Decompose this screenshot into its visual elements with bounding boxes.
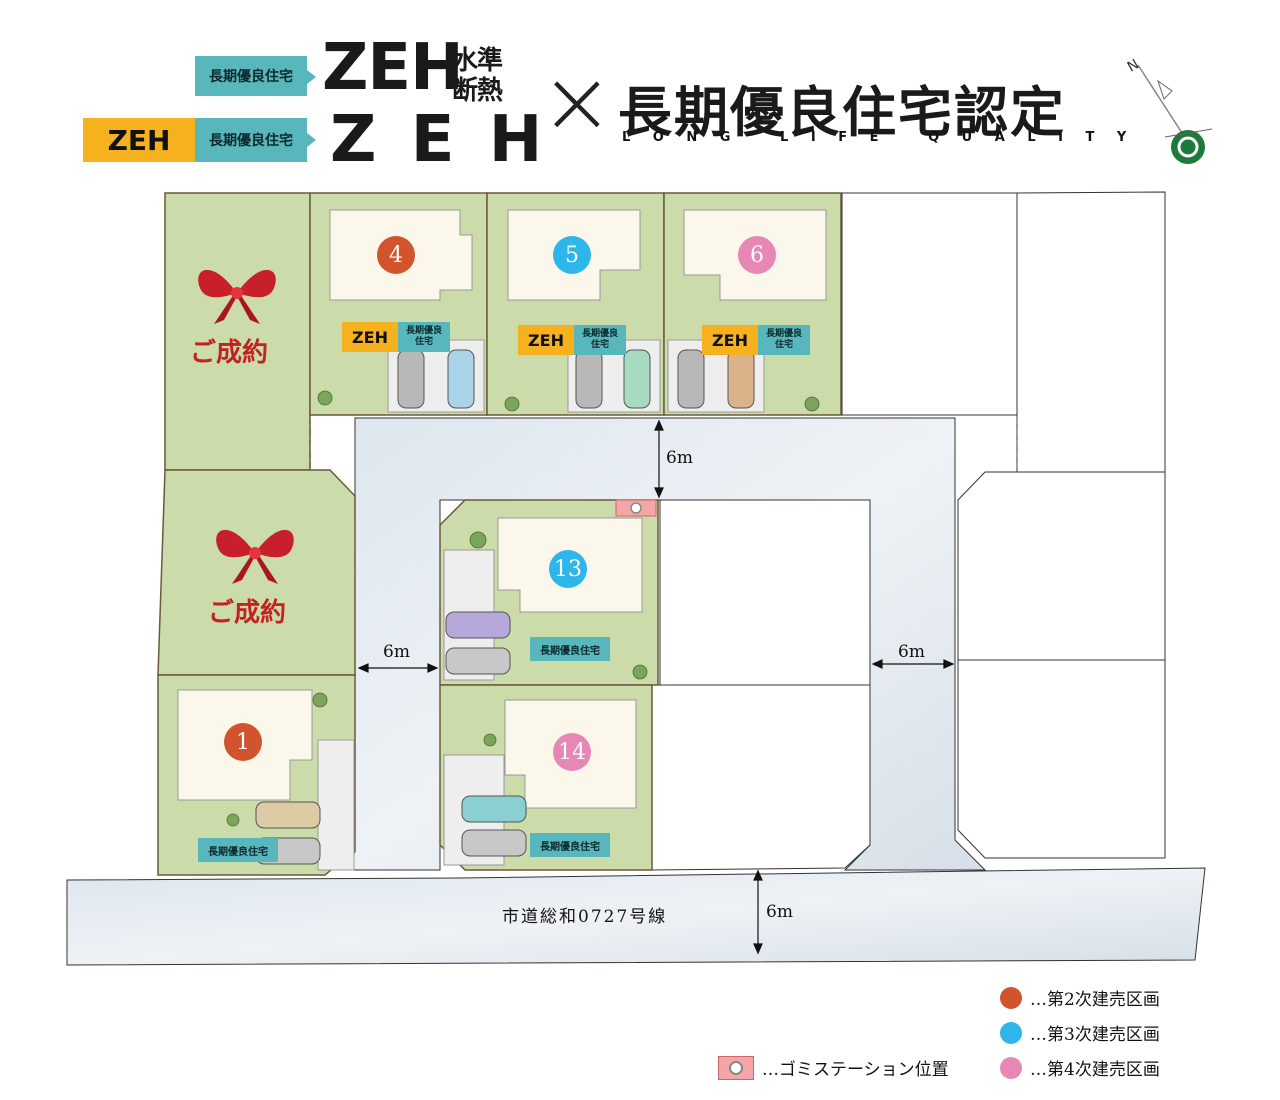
road-width-main: 6m	[766, 902, 793, 922]
lot-number-13: 13	[549, 550, 587, 588]
car-icon	[445, 611, 511, 639]
cross-mark: ×	[540, 50, 614, 153]
car-icon	[445, 647, 511, 675]
car-icon	[461, 829, 527, 857]
car-icon	[677, 349, 705, 409]
page-title: 長期優良住宅認定	[618, 81, 1066, 144]
row2-big-text: Z E H	[330, 103, 549, 177]
zeh-badge: ZEH	[518, 325, 574, 355]
legend-dot-icon	[1000, 1021, 1022, 1044]
choki-badge: 長期優良住宅	[530, 637, 610, 661]
road-width-right: 6m	[898, 642, 925, 662]
car-icon	[727, 349, 755, 409]
neighbor-lot	[659, 499, 871, 686]
road-width-left: 6m	[383, 642, 410, 662]
zeh-tag-row2: ZEH	[83, 118, 195, 162]
legend-dot-icon	[1000, 986, 1022, 1009]
car-icon	[255, 801, 321, 829]
zeh-badge: ZEH	[342, 322, 398, 352]
choki-badge-line2: 住宅	[414, 337, 433, 347]
neighbor-lot	[957, 659, 1166, 859]
legend-item-garbage: …ゴミステーション位置	[718, 1055, 949, 1080]
car-icon	[623, 349, 651, 409]
ribbon-icon	[198, 269, 276, 324]
parking-pad	[317, 739, 355, 871]
shrub-icon	[312, 692, 328, 708]
arrow-icon	[307, 70, 316, 84]
car-icon	[397, 349, 425, 409]
lot-number-14: 14	[553, 733, 591, 771]
sold-label: ご成約	[190, 338, 269, 368]
car-icon	[575, 349, 603, 409]
lot-number-4: 4	[377, 236, 415, 274]
legend-label: …第3次建売区画	[1030, 1025, 1160, 1045]
shrub-icon	[469, 531, 487, 549]
shrub-icon	[504, 396, 520, 412]
main-road-name: 市道総和0727号線	[502, 907, 668, 927]
shrub-icon	[632, 664, 648, 680]
choki-tag-row2: 長期優良住宅	[195, 118, 307, 162]
sold-lot-lower	[157, 469, 356, 676]
choki-tag-row1: 長期優良住宅	[195, 56, 307, 96]
road-width-top: 6m	[666, 448, 693, 468]
choki-badge-line1: 長期優良	[405, 326, 442, 336]
choki-badge: 長期優良 住宅	[574, 325, 626, 355]
sold-label: ご成約	[208, 598, 287, 628]
ribbon-icon	[216, 529, 294, 584]
row1-sub2: 断熱	[452, 76, 503, 106]
lot-number-5: 5	[553, 236, 591, 274]
choki-badge: 長期優良 住宅	[758, 325, 810, 355]
legend-item-3rd: …第3次建売区画	[1000, 1020, 1160, 1045]
shrub-icon	[317, 390, 333, 406]
neighbor-lot	[841, 192, 1018, 416]
arrow-icon	[307, 133, 316, 147]
choki-badge: 長期優良住宅	[198, 838, 278, 862]
neighbor-lot	[957, 471, 1166, 661]
row1-sub1: 水準	[452, 46, 503, 76]
shrub-icon	[226, 813, 240, 827]
legend-label: …第2次建売区画	[1030, 990, 1160, 1010]
main-road	[66, 867, 1206, 966]
legend-item-2nd: …第2次建売区画	[1000, 985, 1160, 1010]
lot-number-6: 6	[738, 236, 776, 274]
choki-badge-line2: 住宅	[774, 340, 793, 350]
car-icon	[461, 795, 527, 823]
lot-number-1: 1	[224, 723, 262, 761]
garbage-legend-label: …ゴミステーション位置	[762, 1060, 949, 1080]
legend-label: …第4次建売区画	[1030, 1060, 1160, 1080]
choki-badge: 長期優良 住宅	[398, 322, 450, 352]
shrub-icon	[483, 733, 497, 747]
compass-icon	[1137, 64, 1213, 164]
zeh-badge: ZEH	[702, 325, 758, 355]
choki-badge: 長期優良住宅	[530, 833, 610, 857]
choki-badge-line1: 長期優良	[581, 329, 618, 339]
neighbor-lot	[651, 684, 871, 871]
legend-item-4th: …第4次建売区画	[1000, 1055, 1160, 1080]
row1-big-text: ZEH	[322, 31, 464, 105]
choki-badge-line1: 長期優良	[765, 329, 802, 339]
neighbor-lot	[1016, 191, 1166, 473]
choki-badge-line2: 住宅	[590, 340, 609, 350]
garbage-station-icon	[718, 1055, 754, 1080]
legend-dot-icon	[1000, 1056, 1022, 1079]
shrub-icon	[804, 396, 820, 412]
page-title-en: L O N G L I F E Q U A L I T Y	[622, 130, 1136, 145]
car-icon	[447, 349, 475, 409]
